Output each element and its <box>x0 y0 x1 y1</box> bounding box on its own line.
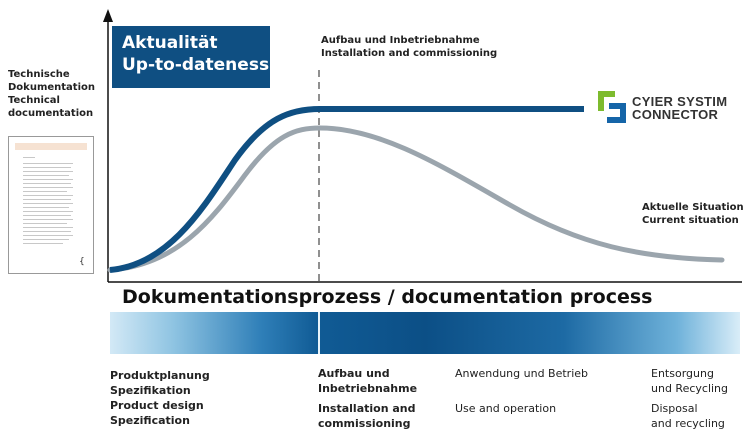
phase-planning-line-1: Produktplanung <box>110 369 210 382</box>
current-situation-line-2: Current situation <box>642 215 739 226</box>
phase-installation-line-2: Inbetriebnahme <box>318 382 418 395</box>
phase-planning-line-2: Spezifikation <box>110 384 191 397</box>
phase-installation-line-4: commissioning <box>318 417 411 430</box>
cyier-logo-icon <box>598 91 626 123</box>
current-situation-label: Aktuelle Situation Current situation <box>642 201 744 227</box>
phase-marker-line-2: Installation and commissioning <box>321 48 498 59</box>
title-line-1: Aktualität <box>122 33 218 53</box>
document-thumbnail: { <box>8 136 94 274</box>
phase-disposal: Entsorgung und Recycling Disposal and re… <box>651 366 728 431</box>
phase-marker-label: Aufbau und Inbetriebnahme Installation a… <box>321 34 497 60</box>
phase-operation: Anwendung und Betrieb Use and operation <box>455 366 588 416</box>
left-label-line-1: Technische <box>8 69 70 80</box>
left-label-line-2: Dokumentation <box>8 82 95 93</box>
left-label-line-4: documentation <box>8 108 94 119</box>
current-situation-curve <box>107 125 725 273</box>
phase-planning: Produktplanung Spezifikation Product des… <box>110 368 210 428</box>
phase-disposal-line-4: and recycling <box>651 417 725 430</box>
y-axis-arrow <box>103 9 113 22</box>
phase-installation-line-3: Installation and <box>318 402 416 415</box>
phase-disposal-line-3: Disposal <box>651 402 698 415</box>
technical-documentation-label: Technische Dokumentation Technical docum… <box>8 68 95 120</box>
process-axis-title: Dokumentationsprozess / documentation pr… <box>122 286 653 308</box>
current-situation-line-1: Aktuelle Situation <box>642 202 744 213</box>
logo-line-2: CONNECTOR <box>632 107 719 122</box>
phase-planning-line-3: Product design <box>110 399 204 412</box>
phase-installation: Aufbau und Inbetriebnahme Installation a… <box>318 366 417 431</box>
phase-marker-line-1: Aufbau und Inbetriebnahme <box>321 35 480 46</box>
phase-operation-line-2: Use and operation <box>455 402 557 415</box>
logo-wordmark: CYIER SYSTIM CONNECTOR <box>632 95 727 121</box>
process-timeline-bar <box>110 312 740 354</box>
left-label-line-3: Technical <box>8 95 60 106</box>
connector-curve <box>109 106 584 273</box>
title-line-2: Up-to-dateness <box>122 55 270 75</box>
phase-operation-line-1: Anwendung und Betrieb <box>455 367 589 380</box>
title-box: Aktualität Up-to-dateness <box>112 26 270 88</box>
document-header-band <box>15 143 87 150</box>
phase-planning-line-4: Spezification <box>110 414 190 427</box>
phase-installation-line-1: Aufbau und <box>318 367 390 380</box>
phase-disposal-line-2: und Recycling <box>651 382 729 395</box>
logo-line-1: CYIER SYSTIM <box>632 94 728 109</box>
process-timeline-divider <box>318 312 320 354</box>
phase-disposal-line-1: Entsorgung <box>651 367 714 380</box>
document-page-marker: { <box>79 257 85 267</box>
